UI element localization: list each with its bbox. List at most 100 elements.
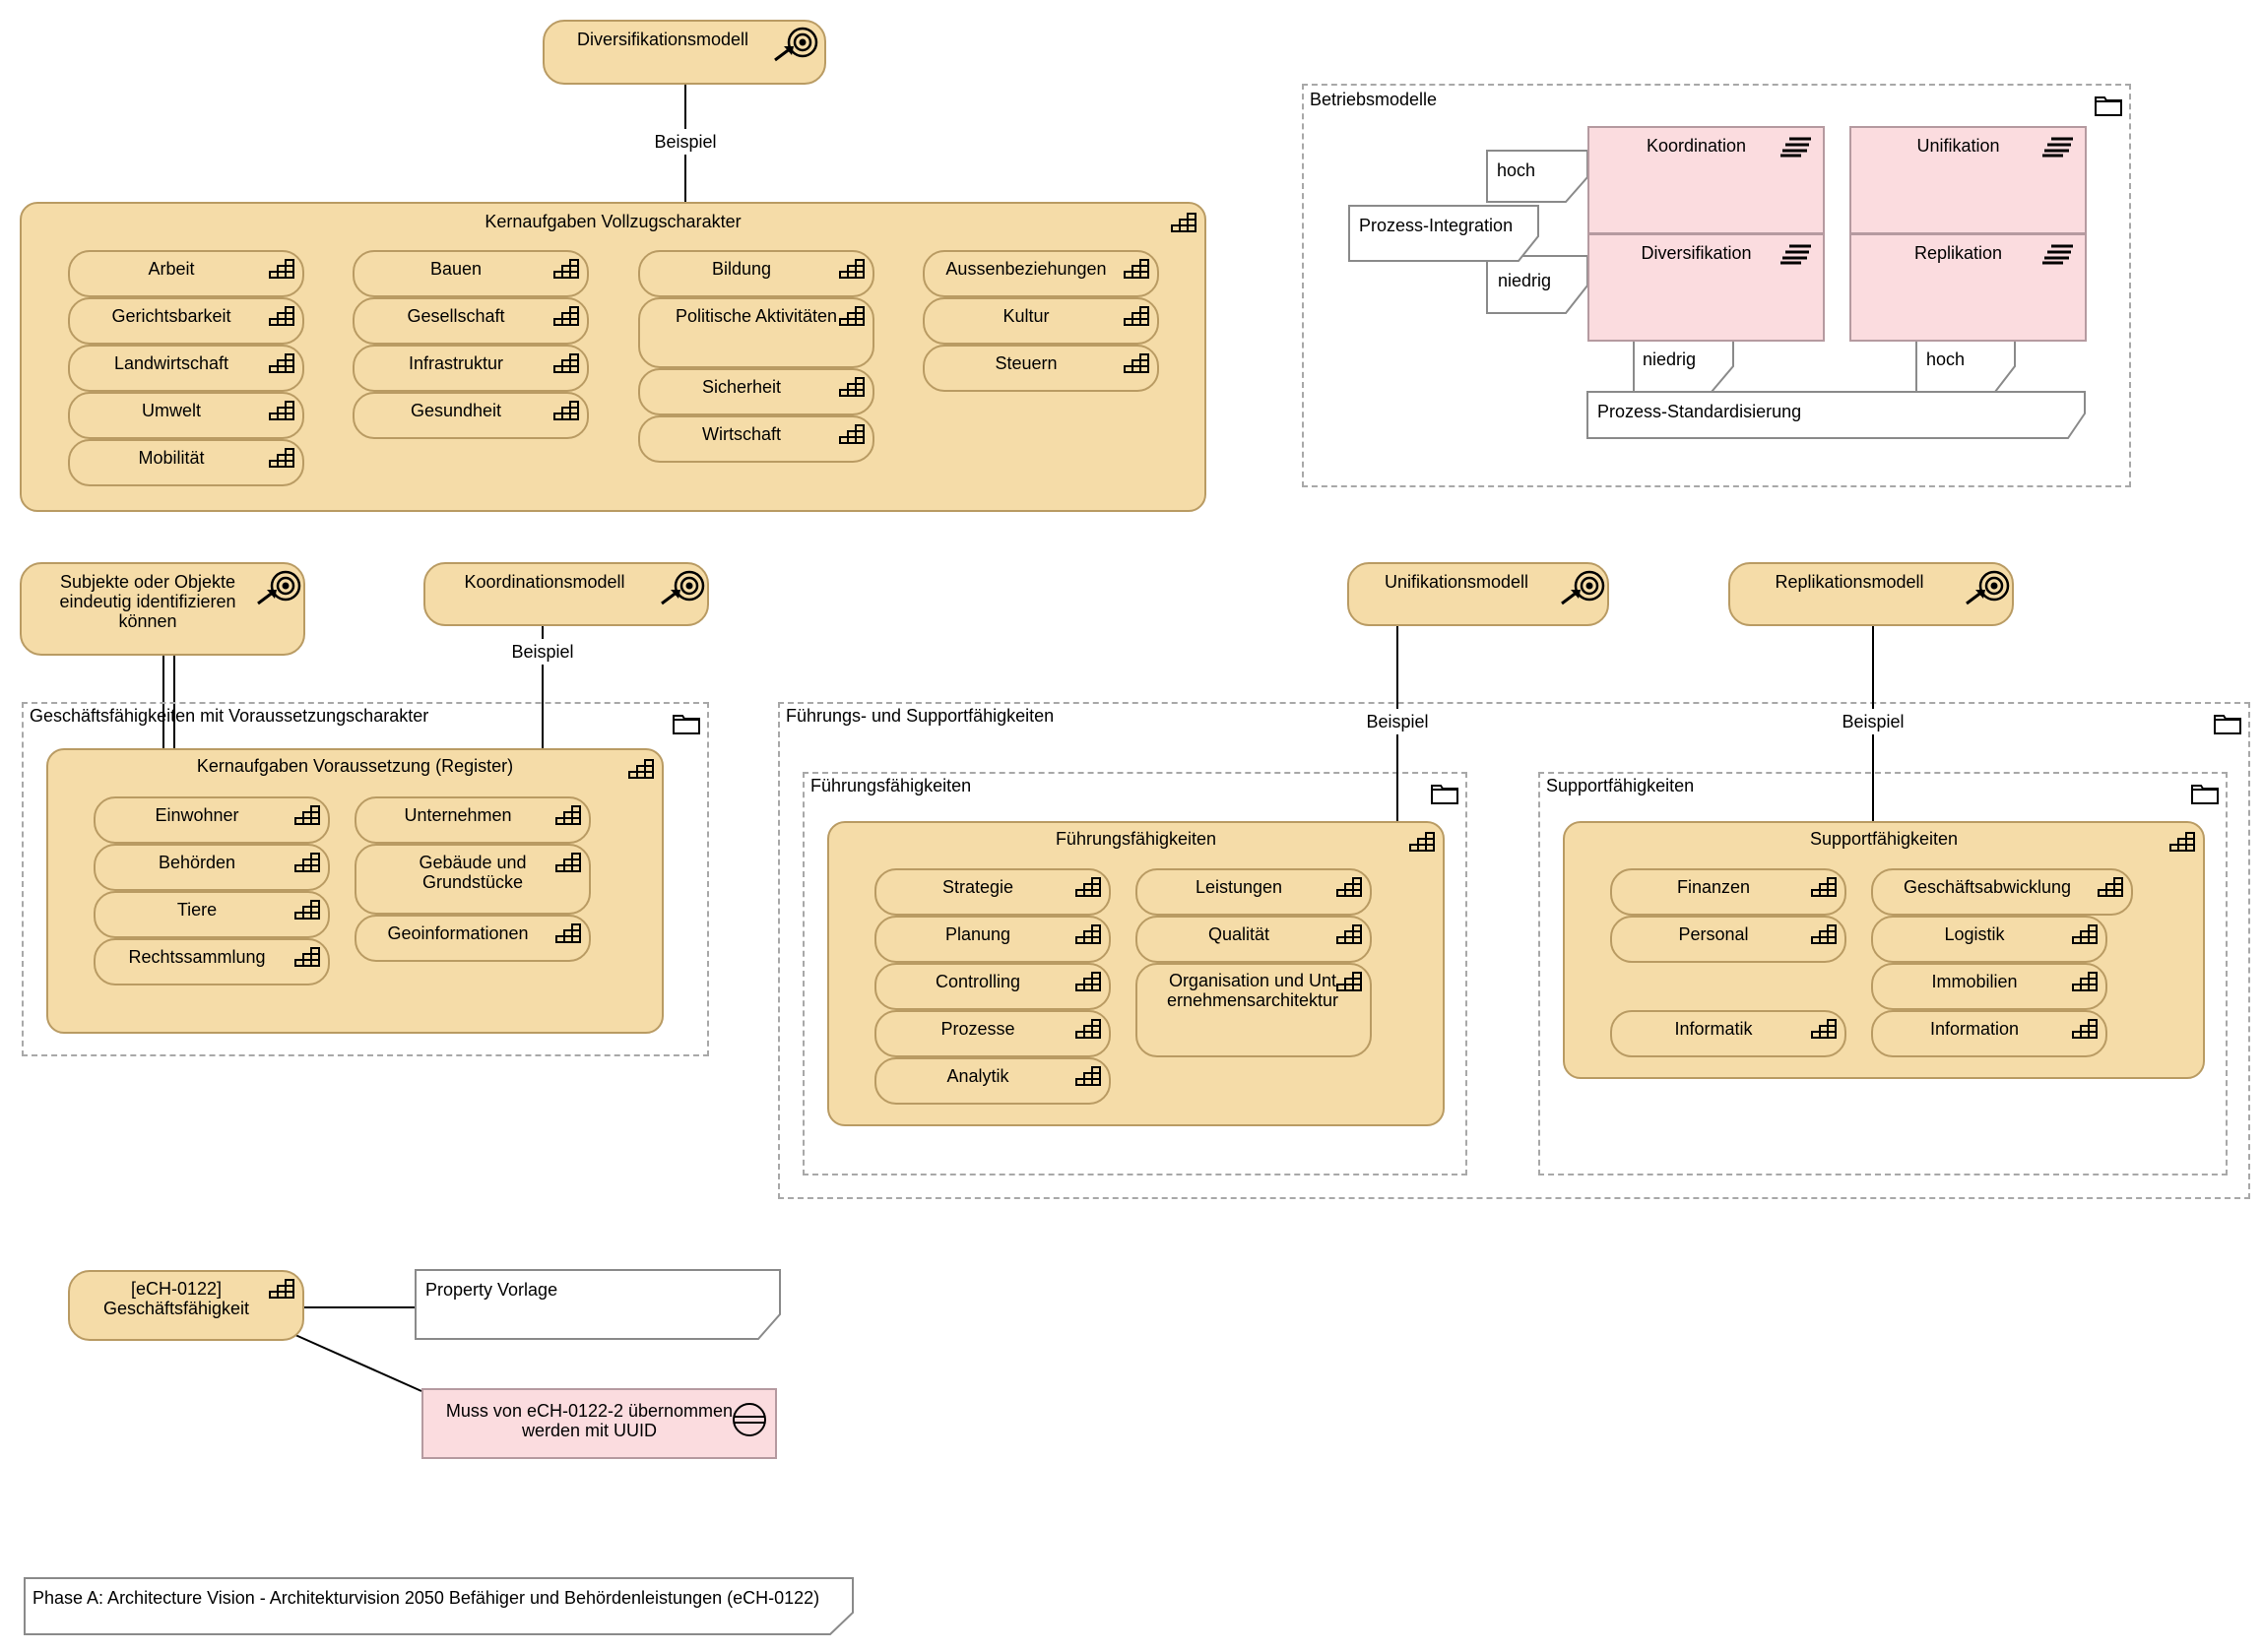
capability-informatik[interactable]: Informatik [1610,1010,1846,1057]
group-title: Führungsfähigkeiten [810,776,972,795]
capability-icon [294,900,320,920]
group-title: Supportfähigkeiten [1546,776,1695,795]
capability-title: Kernaufgaben Vollzugscharakter [485,212,742,231]
process-icon [2042,137,2073,158]
goal-target-icon [774,27,818,62]
goal-subjekte-identifizieren[interactable]: Subjekte oder Objekte eindeutig identifi… [20,562,305,656]
capability-icon [628,759,654,779]
capability-gesundheit[interactable]: Gesundheit [353,392,589,439]
capability-gesellschaft[interactable]: Gesellschaft [353,297,589,345]
capability-title: Kernaufgaben Voraussetzung (Register) [196,756,514,776]
operating-model-koordination[interactable]: Koordination [1587,126,1825,234]
capability-icon [1075,1066,1101,1086]
capability-behoerden[interactable]: Behörden [94,844,330,891]
capability-prozesse[interactable]: Prozesse [874,1010,1111,1057]
capability-politische-aktivitaeten[interactable]: Politische Aktivitäten [638,297,874,368]
capability-personal[interactable]: Personal [1610,916,1846,963]
capability-leistungen[interactable]: Leistungen [1135,868,1372,916]
capability-mobilitaet[interactable]: Mobilität [68,439,304,486]
process-icon [2042,244,2073,265]
capability-icon [2098,877,2123,897]
capability-tiere[interactable]: Tiere [94,891,330,938]
capability-icon [269,448,294,468]
capability-icon [553,401,579,420]
legend-ech-capability[interactable]: [eCH-0122] Geschäftsfähigkeit [68,1270,304,1341]
capability-icon [555,805,581,825]
capability-sicherheit[interactable]: Sicherheit [638,368,874,415]
capability-icon [1336,972,1362,991]
capability-wirtschaft[interactable]: Wirtschaft [638,415,874,463]
group-fuehrung-support[interactable]: Führungs- und Supportfähigkeiten [778,702,2250,1199]
capability-icon [294,947,320,967]
capability-organisation-unternehmensarchitektur[interactable]: Organisation und Unternehmensarchitektur [1135,963,1372,1057]
capability-geschaeftsabwicklung[interactable]: Geschäftsabwicklung [1871,868,2133,916]
capability-qualitaet[interactable]: Qualität [1135,916,1372,963]
goal-koordinationsmodell[interactable]: Koordinationsmodell [423,562,709,626]
capability-icon [553,306,579,326]
capability-icon [1811,877,1837,897]
capability-planung[interactable]: Planung [874,916,1111,963]
group-title: Geschäftsfähigkeiten mit Voraussetzungsc… [30,706,429,726]
group-supportfaehigkeiten[interactable]: Supportfähigkeiten [1538,772,2228,1175]
edge-label-beispiel: Beispiel [646,129,725,155]
capability-icon [839,377,865,397]
capability-icon [1336,877,1362,897]
capability-steuern[interactable]: Steuern [923,345,1159,392]
capability-title: Führungsfähigkeiten [1055,829,1217,849]
group-title: Führungs- und Supportfähigkeiten [786,706,1055,726]
capability-bauen[interactable]: Bauen [353,250,589,297]
capability-icon [2169,832,2195,852]
capability-icon [1124,353,1149,373]
capability-strategie[interactable]: Strategie [874,868,1111,916]
note-niedrig: niedrig [1498,271,1552,290]
capability-icon [269,306,294,326]
capability-kultur[interactable]: Kultur [923,297,1159,345]
legend-requirement[interactable]: Muss von eCH-0122-2 übernommen werden mi… [421,1388,777,1459]
capability-icon [1124,259,1149,279]
operating-model-replikation[interactable]: Replikation [1849,233,2087,342]
note-niedrig-2: niedrig [1643,349,1697,369]
goal-diversifikationsmodell[interactable]: Diversifikationsmodell [543,20,826,85]
goal-replikationsmodell[interactable]: Replikationsmodell [1728,562,2014,626]
capability-geoinformationen[interactable]: Geoinformationen [355,915,591,962]
group-betriebsmodelle[interactable]: Betriebsmodelle [1302,84,2131,487]
capability-gebaeude-grundstuecke[interactable]: Gebäude und Grundstücke [355,844,591,915]
capability-logistik[interactable]: Logistik [1871,916,2107,963]
capability-arbeit[interactable]: Arbeit [68,250,304,297]
capability-icon [553,259,579,279]
process-icon [1780,137,1811,158]
capability-icon [1336,924,1362,944]
capability-icon [1075,924,1101,944]
goal-target-icon [257,570,301,605]
group-fuehrungsfaehigkeiten[interactable]: Führungsfähigkeiten [803,772,1467,1175]
capability-infrastruktur[interactable]: Infrastruktur [353,345,589,392]
capability-rechtssammlung[interactable]: Rechtssammlung [94,938,330,985]
note-hoch-2: hoch [1926,349,1966,369]
capability-gerichtsbarkeit[interactable]: Gerichtsbarkeit [68,297,304,345]
goal-unifikationsmodell[interactable]: Unifikationsmodell [1347,562,1609,626]
capability-immobilien[interactable]: Immobilien [1871,963,2107,1010]
capability-icon [269,401,294,420]
capability-einwohner[interactable]: Einwohner [94,796,330,844]
capability-icon [269,259,294,279]
capability-icon [1075,972,1101,991]
capability-aussenbeziehungen[interactable]: Aussenbeziehungen [923,250,1159,297]
capability-finanzen[interactable]: Finanzen [1610,868,1846,916]
capability-umwelt[interactable]: Umwelt [68,392,304,439]
capability-analytik[interactable]: Analytik [874,1057,1111,1105]
edge-label-beispiel: Beispiel [1834,709,1912,734]
edge-label-beispiel: Beispiel [503,639,582,665]
capability-controlling[interactable]: Controlling [874,963,1111,1010]
goal-target-icon [1966,570,2010,605]
capability-icon [839,259,865,279]
operating-model-diversifikation[interactable]: Diversifikation [1587,233,1825,342]
capability-information[interactable]: Information [1871,1010,2107,1057]
group-title: Betriebsmodelle [1310,90,1438,109]
capability-icon [269,1279,294,1299]
group-voraussetzung[interactable]: Geschäftsfähigkeiten mit Voraussetzungsc… [22,702,709,1056]
capability-unternehmen[interactable]: Unternehmen [355,796,591,844]
capability-landwirtschaft[interactable]: Landwirtschaft [68,345,304,392]
capability-bildung[interactable]: Bildung [638,250,874,297]
process-icon [1780,244,1811,265]
